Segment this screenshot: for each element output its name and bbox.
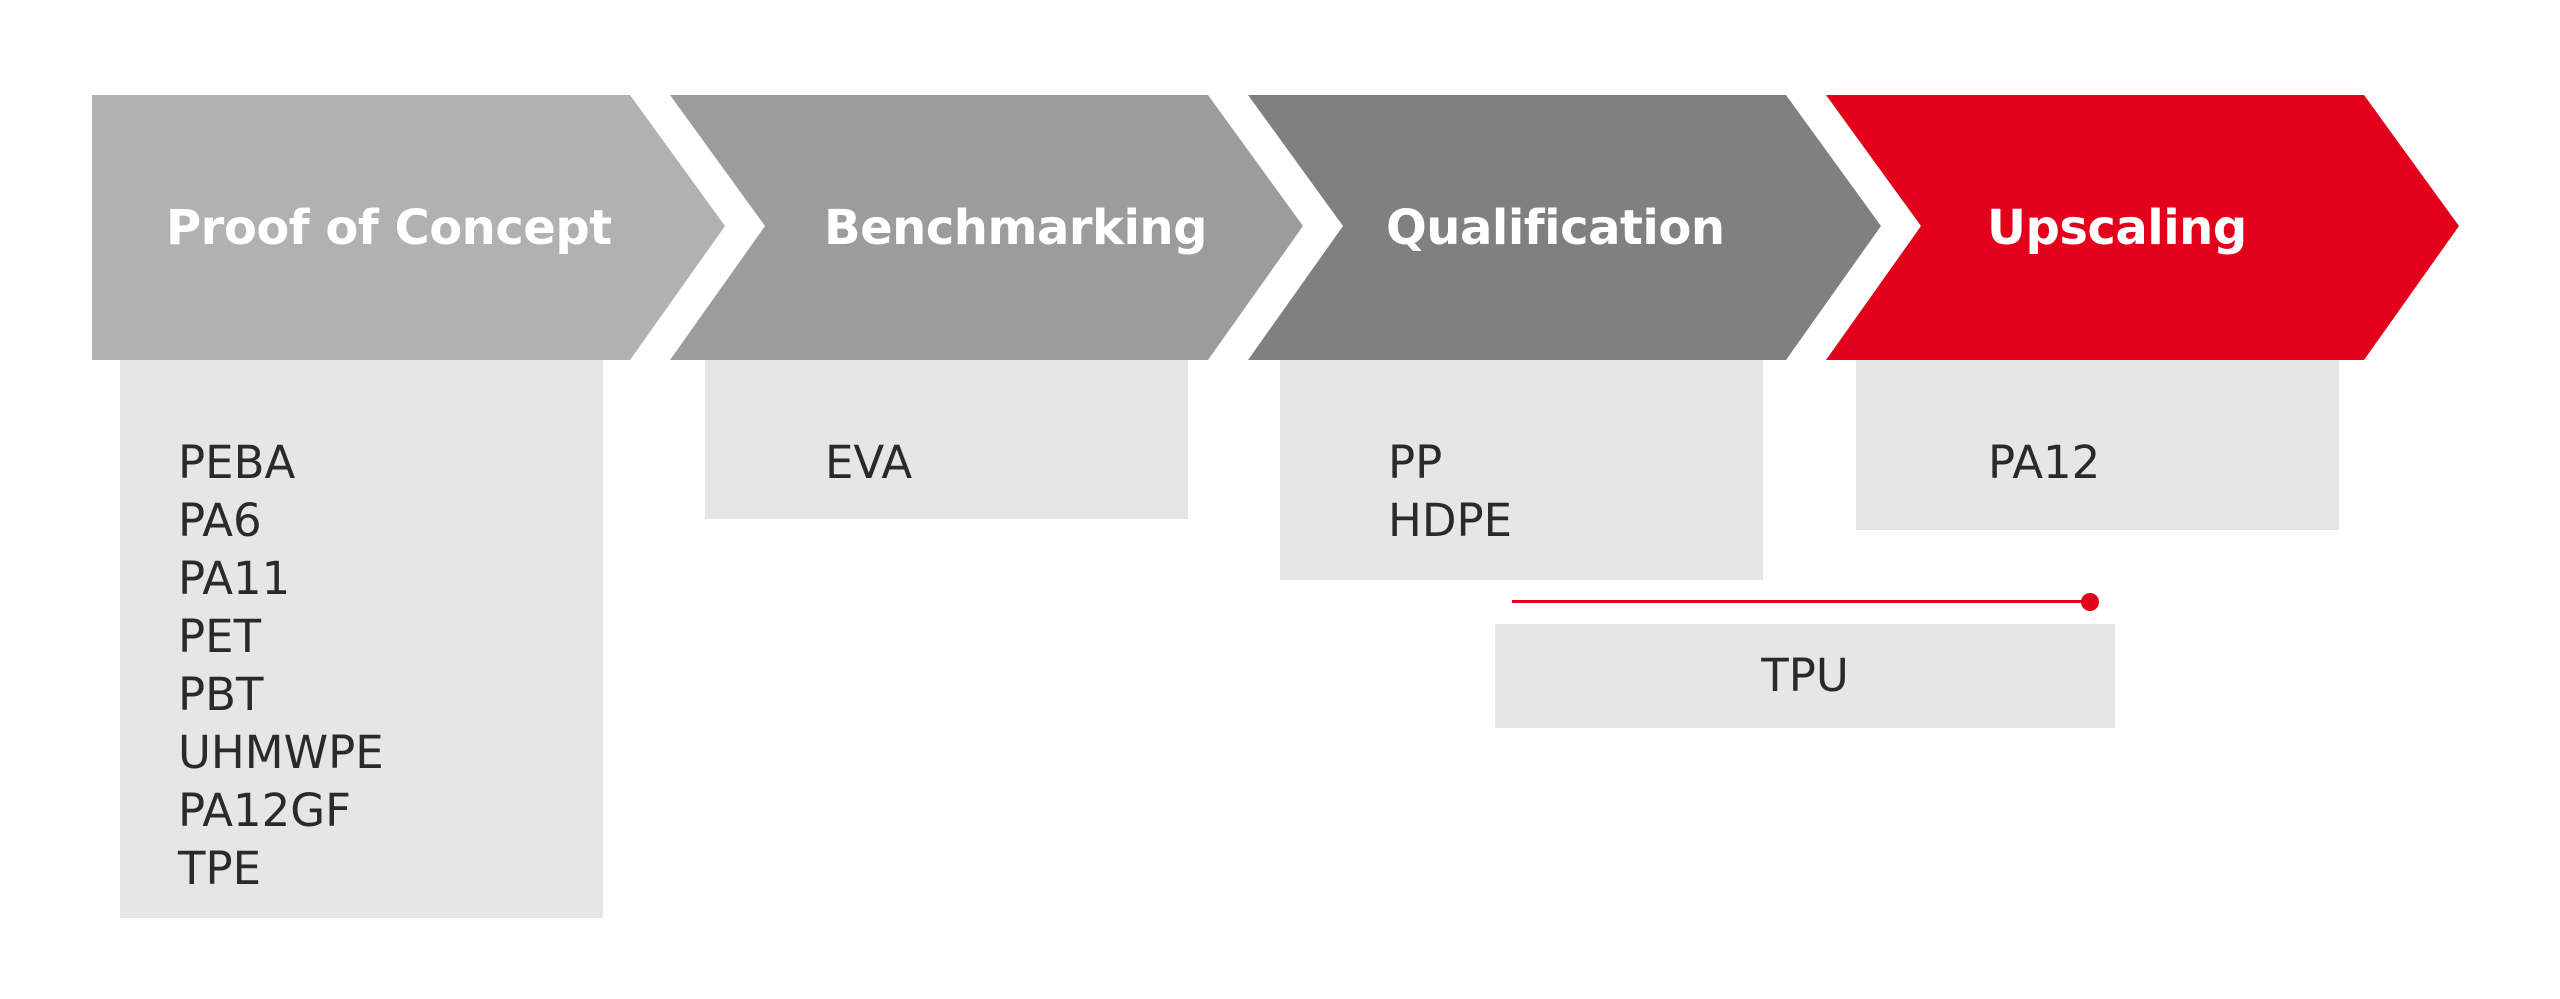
material-item: PA6 [178, 494, 262, 547]
material-item: HDPE [1388, 494, 1513, 547]
tpu-label: TPU [1761, 649, 1849, 702]
materials-list-benchmarking: EVA [825, 434, 912, 492]
materials-box-benchmarking: EVA [705, 360, 1188, 519]
stage-label-upscaling: Upscaling [1987, 200, 2247, 256]
stage-label-proof-of-concept: Proof of Concept [166, 200, 612, 256]
materials-list-upscaling: PA12 [1988, 434, 2100, 492]
material-item: PEBA [178, 436, 296, 489]
material-item: PBT [178, 668, 264, 721]
material-item: EVA [825, 436, 913, 489]
materials-list-qualification: PP HDPE [1388, 434, 1512, 550]
stage-arrow-proof-of-concept [92, 95, 725, 360]
materials-box-qualification: PP HDPE [1280, 360, 1763, 580]
material-item: PA11 [178, 552, 291, 605]
materials-box-upscaling: PA12 [1856, 360, 2339, 530]
materials-box-tpu: TPU [1495, 624, 2115, 728]
tpu-timeline-line [1512, 600, 2090, 603]
materials-list-proof-of-concept: PEBA PA6 PA11 PET PBT UHMWPE PA12GF TPE [178, 434, 384, 898]
material-item: PET [178, 610, 262, 663]
material-item: UHMWPE [178, 726, 384, 779]
material-item: PA12 [1988, 436, 2101, 489]
stage-arrow-benchmarking [670, 95, 1303, 360]
stage-label-qualification: Qualification [1386, 200, 1725, 256]
stage-arrow-qualification [1248, 95, 1881, 360]
stage-arrow-upscaling [1826, 95, 2459, 360]
material-item: PP [1388, 436, 1443, 489]
tpu-timeline-end-dot [2081, 593, 2099, 611]
stage-label-benchmarking: Benchmarking [824, 200, 1207, 256]
material-item: TPE [178, 842, 262, 895]
material-item: PA12GF [178, 784, 352, 837]
materials-box-proof-of-concept: PEBA PA6 PA11 PET PBT UHMWPE PA12GF TPE [120, 360, 603, 918]
